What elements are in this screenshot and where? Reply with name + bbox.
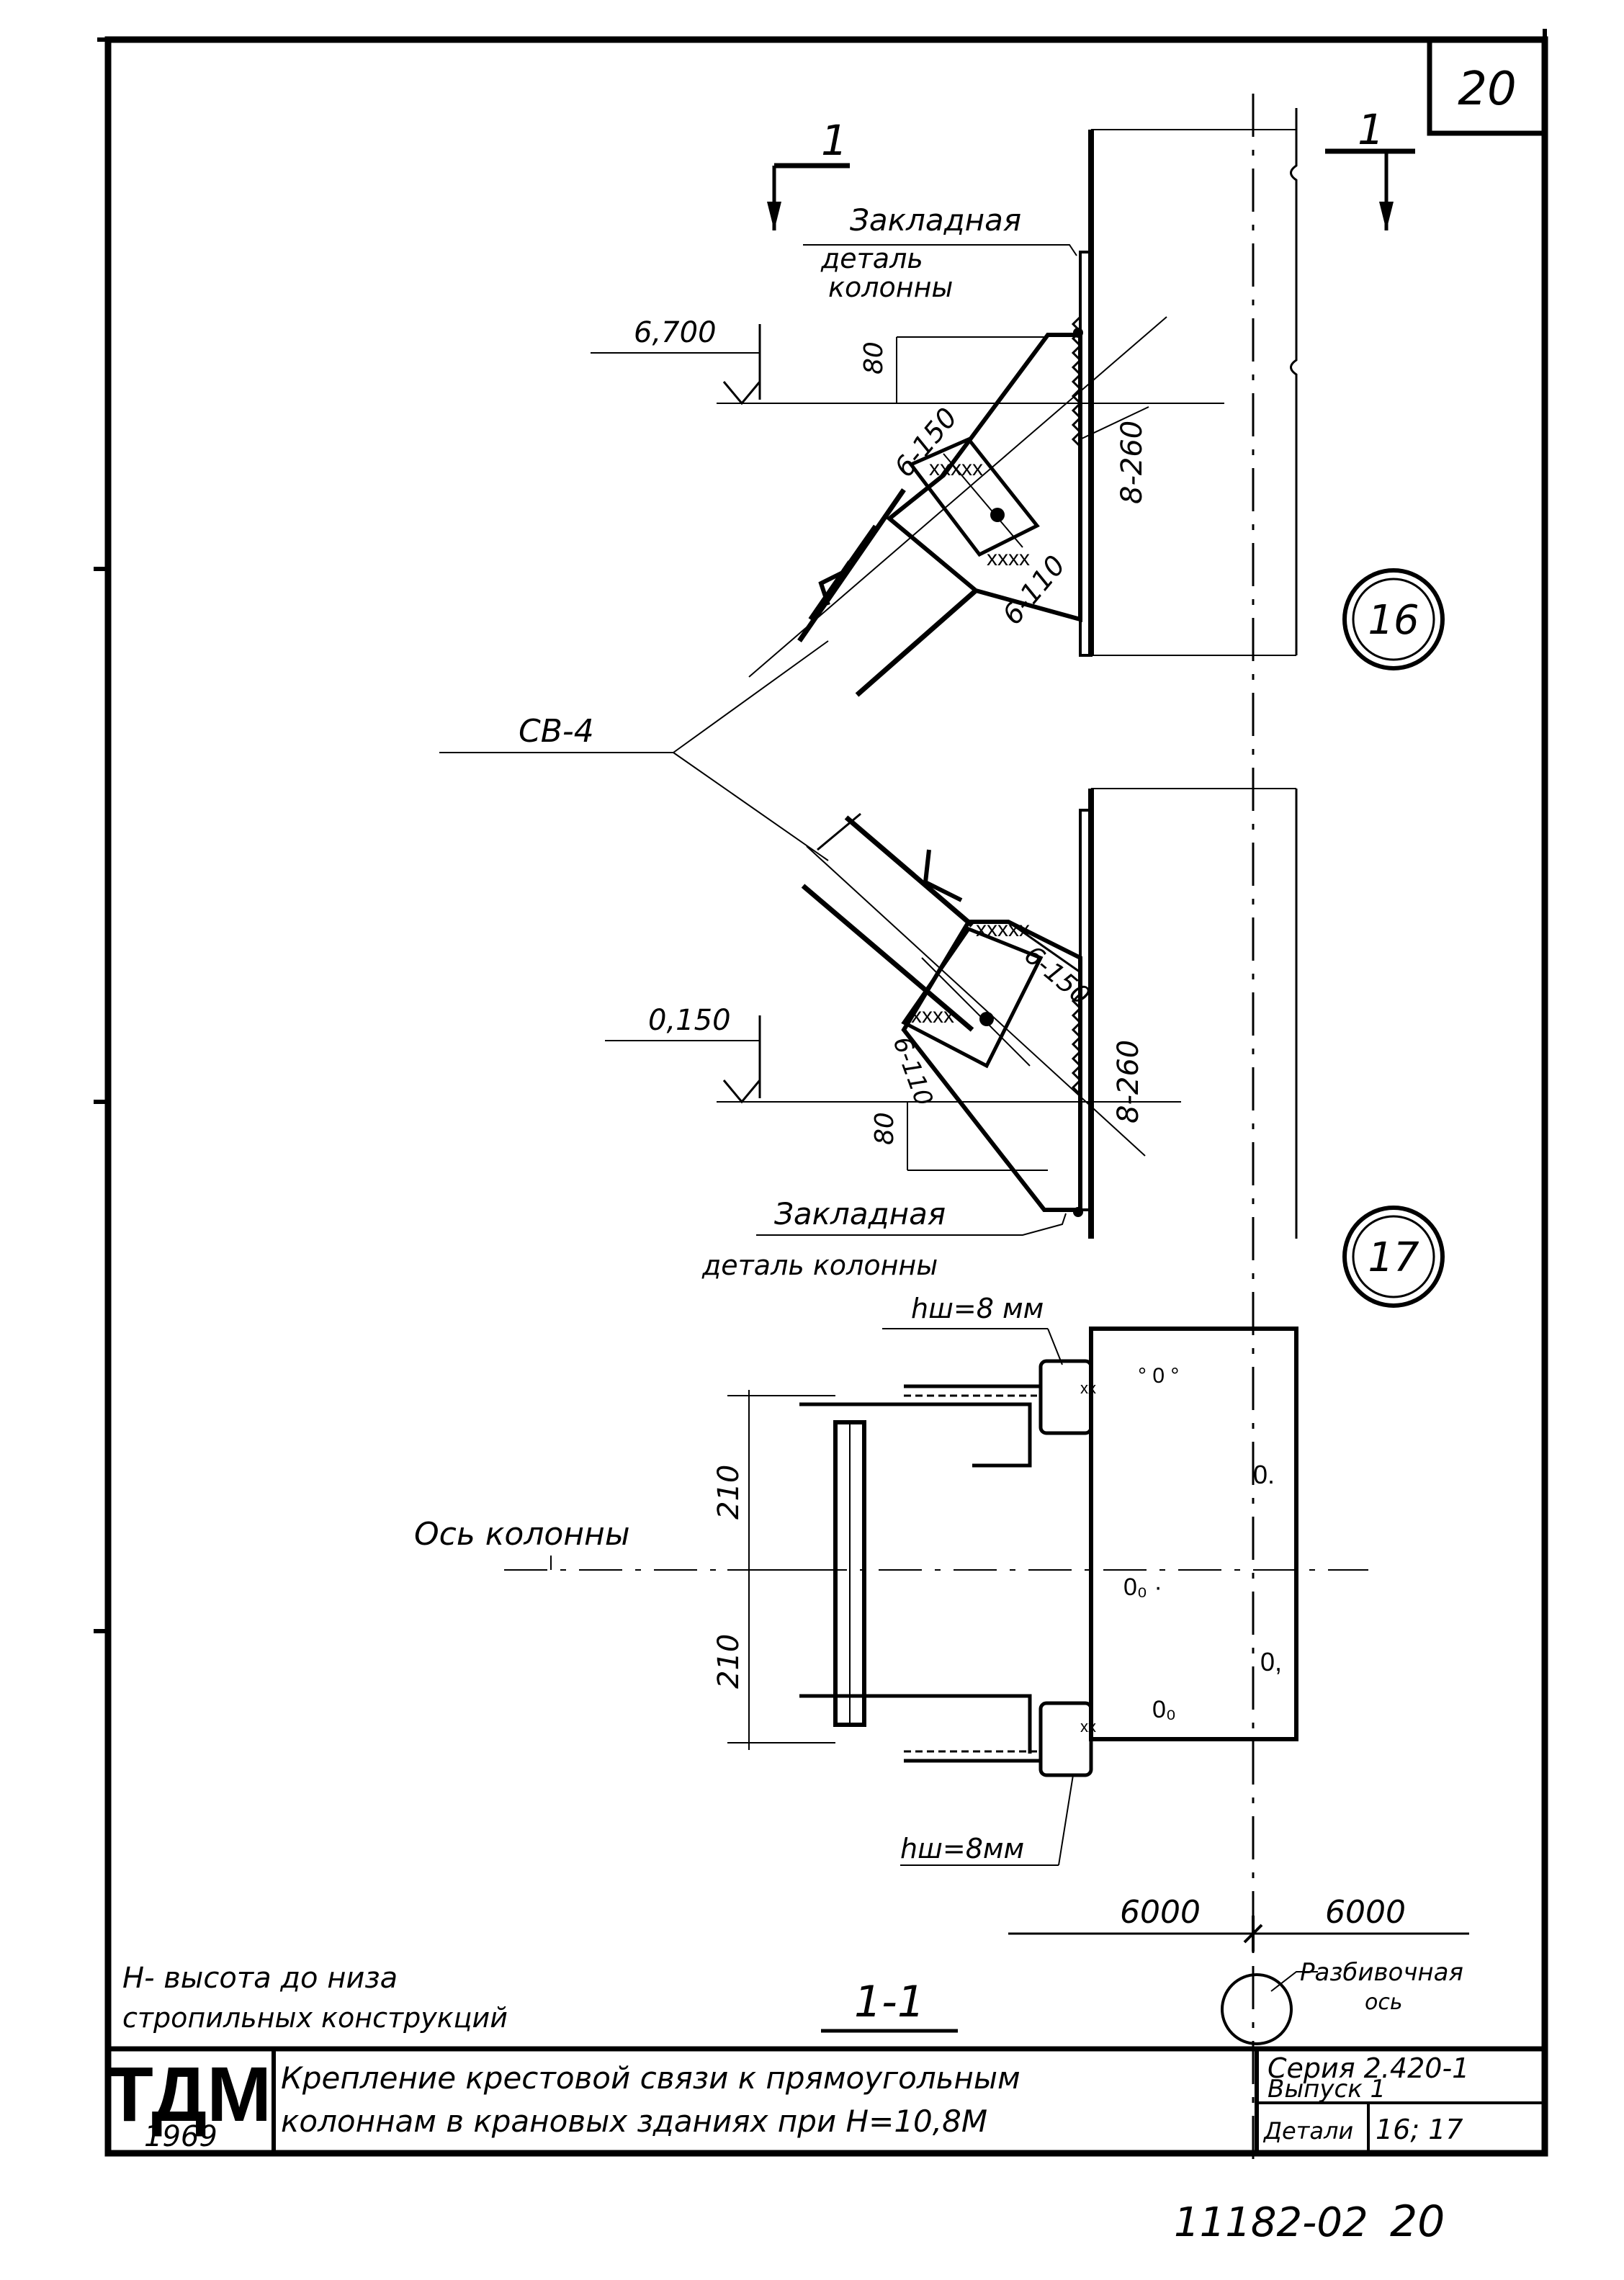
title-block: ТДМ 1969 Крепление крестовой связи к пря…	[106, 2046, 1545, 2153]
detail-16: xxxxx xxxx Закладная деталь колонны 6,70…	[591, 108, 1445, 697]
svg-text:° 0 °: ° 0 °	[1138, 1364, 1179, 1388]
note-line-2: стропильных конструкций	[122, 2002, 508, 2034]
detail16-bubble: 16	[1368, 597, 1419, 644]
section-dim-left: 6000	[1120, 1894, 1201, 1931]
detail-17: xxxxx xxxx 6-150 8-260 6-110 0,150 80 За…	[605, 788, 1445, 1308]
note: H- высота до низа стропильных конструкци…	[122, 1962, 508, 2034]
svg-text:xxxx: xxxx	[911, 1004, 954, 1028]
detail17-embedded-label-2: деталь колонны	[701, 1249, 938, 1281]
year: 1969	[144, 2120, 217, 2153]
detail16-embedded-label-1: Закладная	[850, 202, 1021, 238]
brace-callout: СВ-4	[439, 640, 829, 861]
section-title-label: 1-1	[854, 1977, 925, 2027]
detail17-weld-bottom: 6-110	[887, 1033, 938, 1110]
section-axis-label: Ось колонны	[414, 1516, 630, 1553]
footer-page: 20	[1390, 2196, 1445, 2247]
grid-axis-label-2: ось	[1365, 1990, 1403, 2015]
svg-text:xxxxx: xxxxx	[976, 917, 1030, 941]
details-label: Детали	[1262, 2117, 1353, 2145]
section-weld-top: hш=8 мм	[911, 1293, 1044, 1324]
detail17-dim-80: 80	[870, 1112, 900, 1145]
svg-text:xxxx: xxxx	[987, 547, 1030, 570]
detail17-elevation: 0,150	[648, 1004, 731, 1037]
detail16-embedded-label-3: колонны	[828, 271, 953, 303]
brace-label: СВ-4	[519, 713, 594, 750]
series-line-1: Серия 2.420-1	[1268, 2052, 1469, 2084]
detail16-weld-plate: 8-260	[1116, 421, 1149, 504]
footer: 11182-02 20	[1174, 2196, 1445, 2247]
section-1-1: ° 0 ° 0. 0₀ · 0, 0₀ xx xx hш=8 мм hш=8мм…	[414, 1293, 1469, 2045]
footer-code: 11182-02	[1174, 2199, 1368, 2246]
svg-text:xx: xx	[1080, 1379, 1096, 1397]
section-dim-top: 210	[712, 1465, 745, 1520]
logo: ТДМ	[106, 2050, 272, 2137]
section-mark-left-label: 1	[821, 116, 848, 165]
detail17-bubble: 17	[1368, 1234, 1419, 1281]
grid-axis-label-1: Разбивочная	[1300, 1958, 1463, 1987]
sheet-frame	[94, 29, 1548, 2157]
section-dim-right: 6000	[1325, 1894, 1406, 1931]
svg-text:0.: 0.	[1253, 1460, 1275, 1489]
details-value: 16; 17	[1376, 2114, 1463, 2145]
section-weld-bottom: hш=8мм	[900, 1833, 1024, 1864]
sheet-number-box: 20	[1427, 37, 1548, 136]
section-mark-left: 1	[767, 116, 850, 230]
svg-text:0₀: 0₀	[1152, 1696, 1176, 1723]
svg-text:xxxxx: xxxxx	[929, 457, 983, 480]
svg-text:0₀ ·: 0₀ ·	[1123, 1574, 1162, 1601]
section-mark-right: 1	[1325, 105, 1415, 230]
detail17-weld-plate: 8-260	[1112, 1040, 1145, 1123]
detail16-embedded-label-2: деталь	[820, 243, 923, 274]
series-line-2: Выпуск 1	[1268, 2075, 1386, 2104]
svg-text:0,: 0,	[1260, 1647, 1282, 1677]
section-title: 1-1	[821, 1977, 958, 2033]
detail16-elevation: 6,700	[634, 316, 717, 349]
detail16-dim-80: 80	[859, 341, 889, 374]
detail17-embedded-label-1: Закладная	[774, 1196, 946, 1231]
sheet-number: 20	[1458, 63, 1516, 116]
section-mark-right-label: 1	[1358, 105, 1384, 154]
section-dim-bottom: 210	[712, 1634, 745, 1689]
title-line-1: Крепление крестовой связи к прямоугольны…	[281, 2060, 1020, 2096]
note-line-1: H- высота до низа	[122, 1962, 398, 1995]
title-line-2: колоннам в крановых зданиях при H=10,8М	[281, 2104, 987, 2139]
svg-text:xx: xx	[1080, 1718, 1096, 1736]
